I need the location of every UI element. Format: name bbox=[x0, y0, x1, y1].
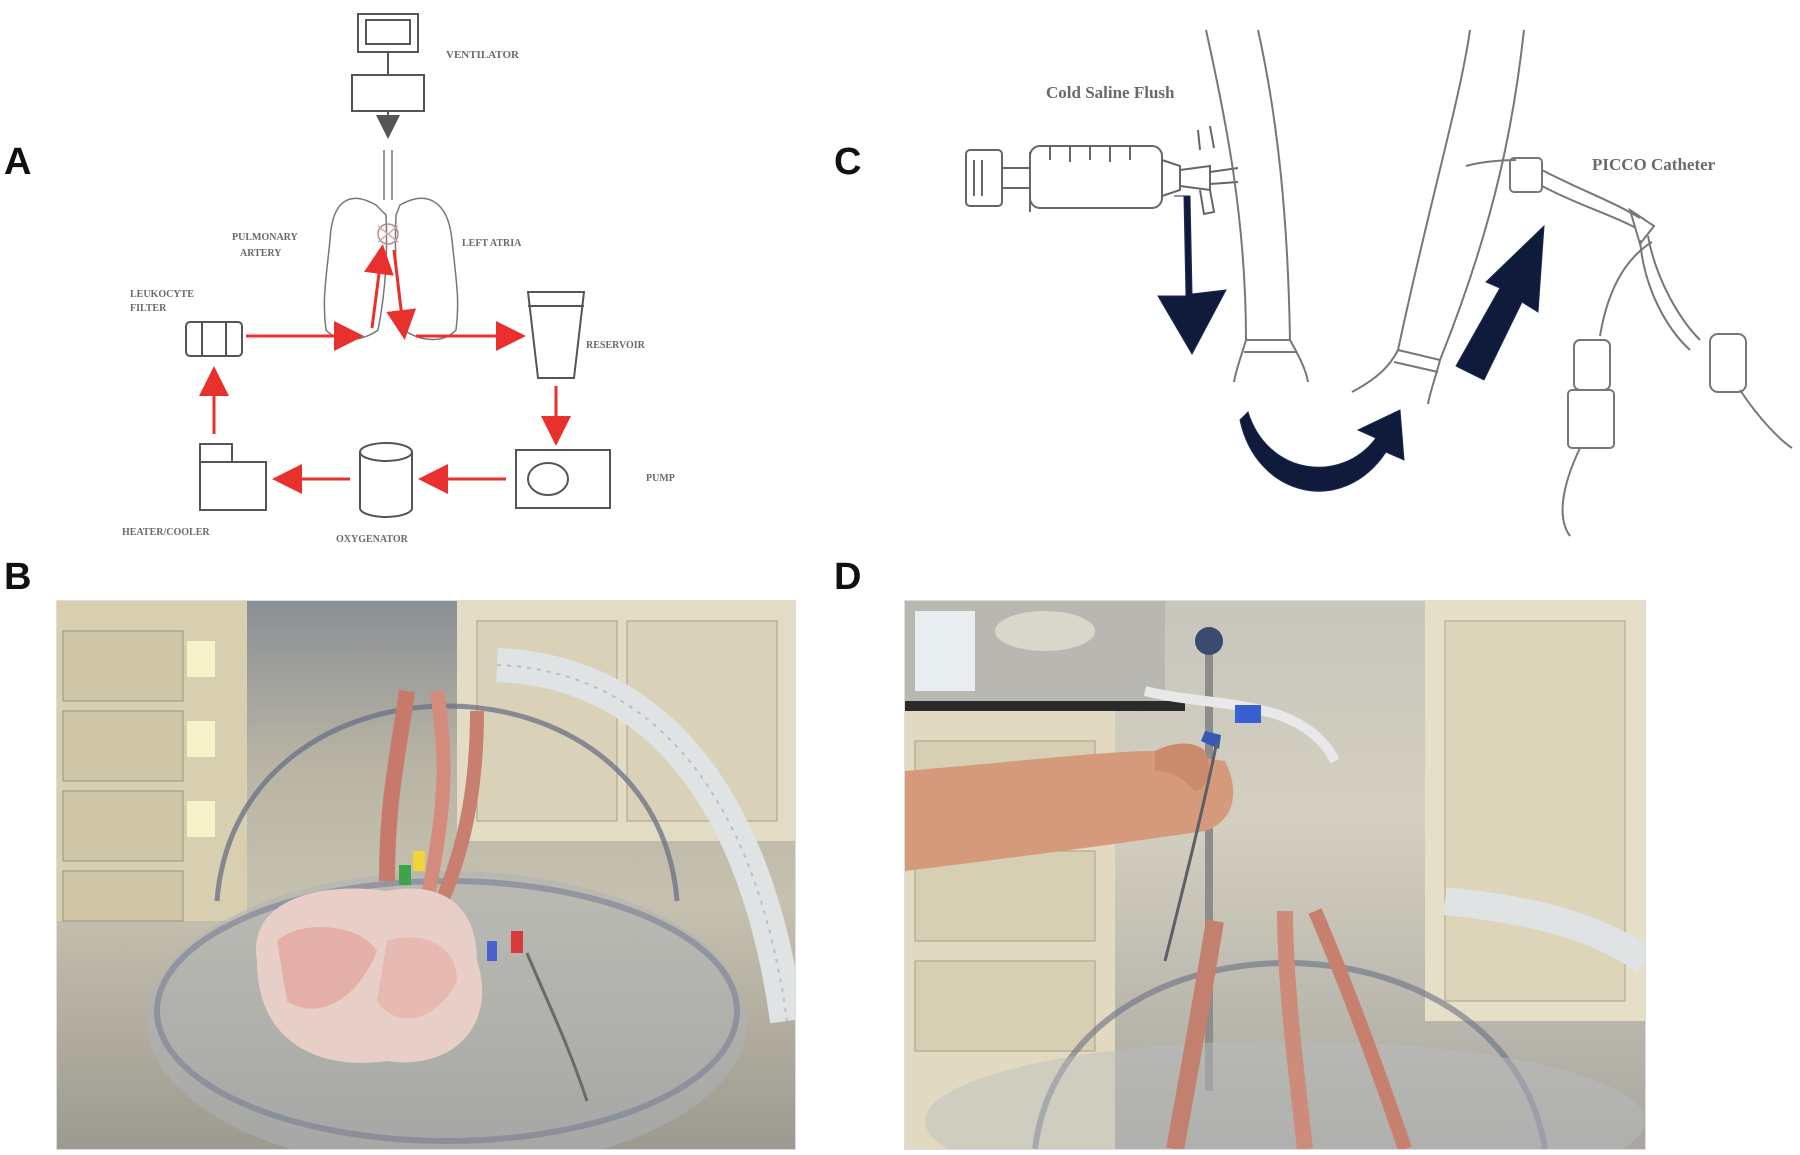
picco-catheter-icon bbox=[1465, 157, 1793, 537]
reservoir-icon bbox=[526, 291, 586, 379]
leukocyte-filter-label-line2: FILTER bbox=[130, 303, 167, 314]
flow-arrow-up bbox=[1455, 224, 1545, 381]
pulmonary-artery-label-line1: PULMONARY bbox=[232, 232, 299, 243]
pump-icon bbox=[515, 449, 611, 509]
pulmonary-artery-label-line2: ARTERY bbox=[240, 248, 282, 259]
flow-arrow-to-lungs bbox=[364, 244, 394, 329]
oxygenator-label: OXYGENATOR bbox=[336, 534, 409, 545]
reservoir-label: RESERVOIR bbox=[586, 340, 646, 351]
ventilator-icon bbox=[351, 13, 425, 139]
panel-letter-b: B bbox=[4, 556, 32, 598]
syringe-icon bbox=[965, 125, 1239, 216]
flow-arrow-from-lungs bbox=[386, 249, 417, 340]
oxygenator-icon bbox=[359, 442, 413, 518]
panel-letter-c: C bbox=[834, 141, 862, 183]
lungs-outline bbox=[323, 150, 459, 341]
left-atria-label: LEFT ATRIA bbox=[462, 238, 522, 249]
panel-letter-d: D bbox=[834, 556, 862, 598]
picco-catheter-label: PICCO Catheter bbox=[1592, 155, 1716, 174]
vessel-left-segment bbox=[1205, 29, 1309, 383]
flow-arrow-down bbox=[1157, 195, 1227, 356]
heater-cooler-icon bbox=[199, 443, 267, 511]
leukocyte-filter-label-line1: LEUKOCYTE bbox=[130, 289, 194, 300]
heater-cooler-label: HEATER/COOLER bbox=[122, 527, 210, 538]
leukocyte-filter-icon bbox=[185, 321, 243, 357]
vessel-right-segment bbox=[1351, 29, 1525, 405]
panel-b-photo-lung-dome bbox=[56, 600, 796, 1150]
ventilator-label: VENTILATOR bbox=[446, 49, 520, 61]
cold-saline-flush-label: Cold Saline Flush bbox=[1046, 83, 1175, 102]
panel-letter-a: A bbox=[4, 141, 32, 183]
panel-d-photo-catheter-hand bbox=[904, 600, 1646, 1150]
pump-label: PUMP bbox=[646, 473, 675, 484]
flow-arrow-curved bbox=[1239, 409, 1405, 492]
